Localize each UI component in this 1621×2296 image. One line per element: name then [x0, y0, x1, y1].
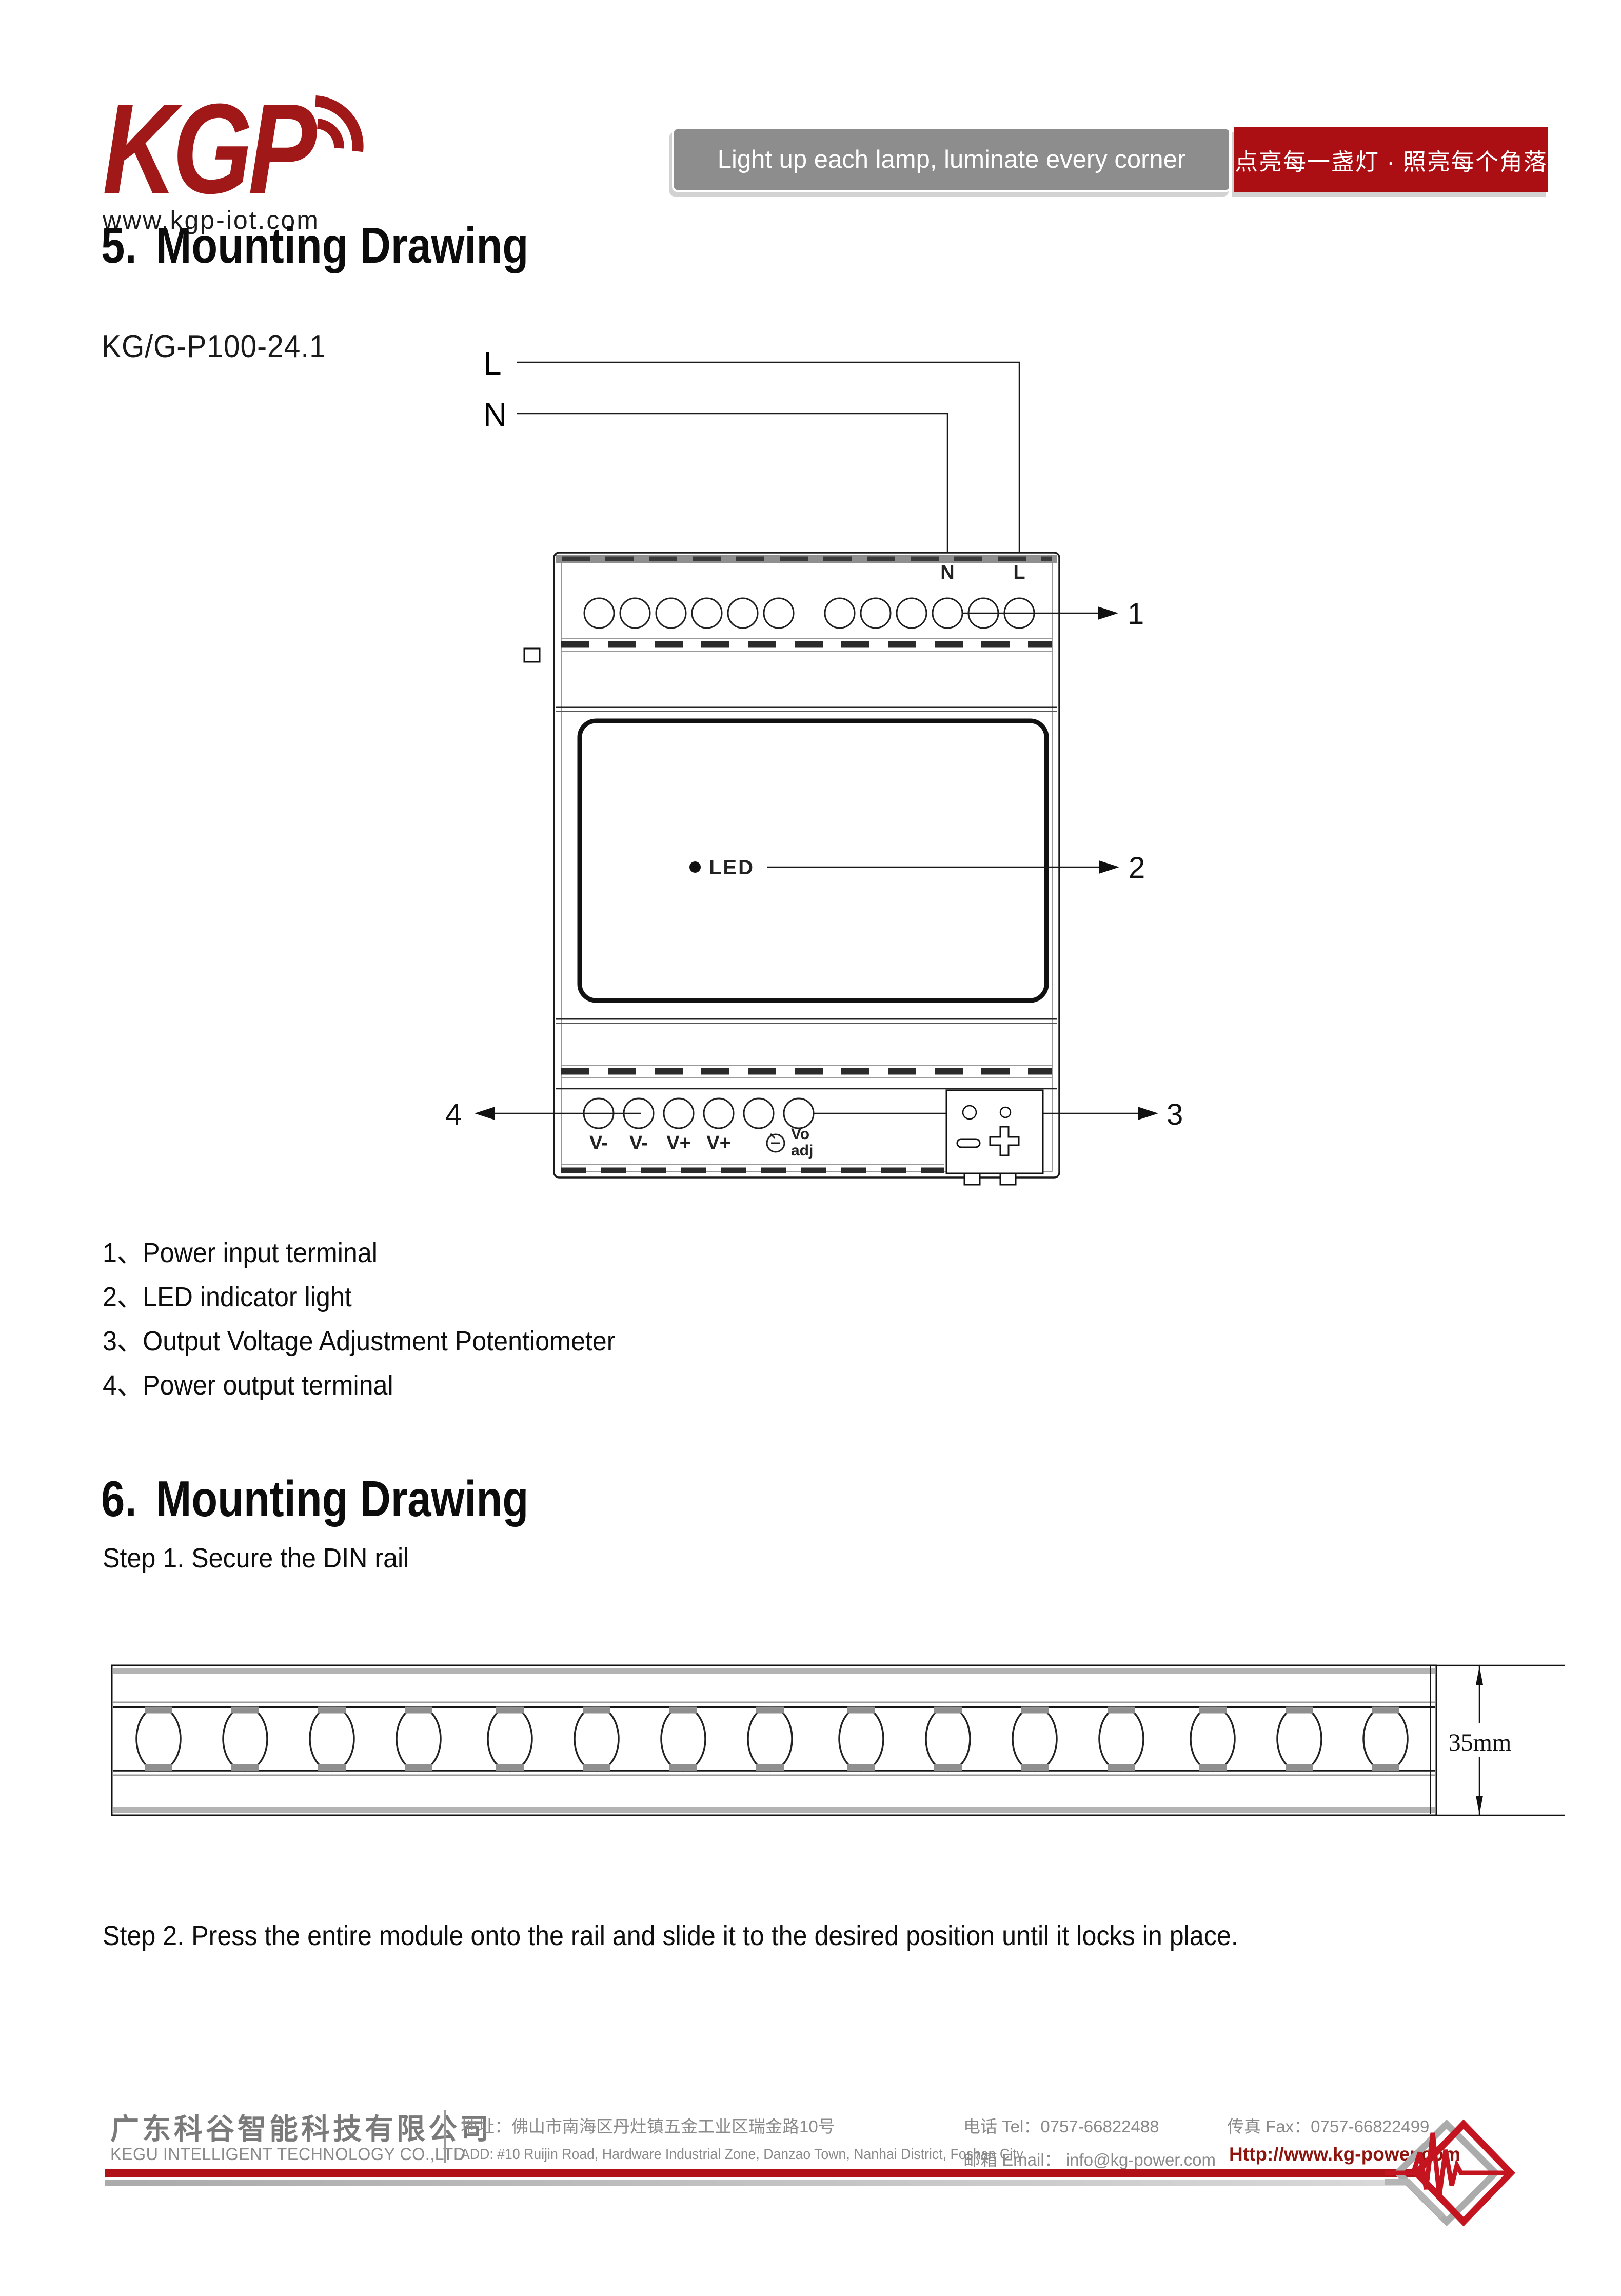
footer-gray-bar — [105, 2180, 1411, 2186]
legend-item-3: 3、Output Voltage Adjustment Potentiomete… — [103, 1326, 616, 1357]
front-panel — [577, 718, 1049, 1003]
callout-3-number: 3 — [1167, 1098, 1183, 1131]
footer-company-name-en: KEGU INTELLIGENT TECHNOLOGY CO.,LTD — [110, 2145, 466, 2164]
bottom-edge-bar — [561, 1164, 944, 1173]
terminal-label-neutral: N — [940, 562, 954, 583]
output-label-3: V+ — [666, 1132, 691, 1154]
company-logo: KGP www.kgp-iot.com — [103, 77, 390, 236]
header-banner: Light up each lamp, luminate every corne… — [672, 127, 1548, 192]
vent-band-top — [561, 638, 1052, 652]
led-indicator-icon — [689, 861, 701, 873]
footer-address-zh: 地址：佛山市南海区丹灶镇五金工业区瑞金路10号 — [461, 2117, 835, 2136]
callout-4-number: 4 — [445, 1098, 462, 1131]
step1-text: Step 1. Secure the DIN rail — [103, 1543, 409, 1574]
output-label-4: V+ — [706, 1132, 731, 1154]
slogan-zh-banner: 点亮每一盏灯 · 照亮每个角落 — [1234, 127, 1548, 192]
callout-1-number: 1 — [1128, 597, 1144, 631]
legend-item-1: 1、Power input terminal — [103, 1238, 378, 1268]
footer-telephone: 电话 Tel：0757-66822488 — [963, 2117, 1159, 2136]
section6-title: Mounting Drawing — [155, 1470, 529, 1527]
callout-2-arrow — [767, 860, 1119, 874]
power-module-drawing: L N N L 1 — [445, 345, 1183, 1186]
footer-pulse-logo-icon — [1385, 2119, 1516, 2227]
wifi-signal-icon — [314, 95, 364, 152]
wire-label-live: L — [483, 345, 502, 382]
output-label-2: V- — [629, 1132, 648, 1154]
din-rail-drawing: 35mm — [111, 1664, 1565, 1816]
section5-title: Mounting Drawing — [155, 217, 529, 273]
footer-email: 邮箱 Email： info@kg-power.com — [963, 2150, 1216, 2169]
callout-2-number: 2 — [1129, 851, 1145, 885]
model-number: KG/G-P100-24.1 — [102, 329, 326, 364]
live-wire — [517, 361, 1020, 553]
rail-dimension: 35mm — [1437, 1664, 1565, 1816]
callout-4-arrow — [475, 1107, 641, 1120]
callout-1-arrow — [962, 606, 1118, 620]
logo-website-text: www.kgp-iot.com — [103, 206, 320, 234]
output-label-1: V- — [589, 1132, 608, 1154]
section5-heading: 5. Mounting Drawing — [101, 218, 528, 273]
neutral-wire — [517, 413, 948, 553]
section5-number: 5. — [101, 217, 137, 273]
section6-number: 6. — [101, 1470, 137, 1527]
din-clip-marker — [523, 647, 541, 663]
section6-heading: 6. Mounting Drawing — [101, 1471, 528, 1527]
vent-band-bottom — [561, 1065, 1052, 1078]
footer-red-bar — [105, 2169, 1421, 2177]
potentiometer-icon — [766, 1133, 785, 1153]
wire-label-neutral: N — [483, 396, 507, 433]
diagram-legend: 1、Power input terminal 2、LED indicator l… — [103, 1239, 654, 1416]
step2-text: Step 2. Press the entire module onto the… — [103, 1920, 1238, 1951]
pot-label-vo: Vo — [791, 1126, 809, 1143]
phillips-screw-icon — [989, 1126, 1020, 1156]
slogan-en-banner: Light up each lamp, luminate every corne… — [672, 127, 1231, 192]
rail-dimension-label: 35mm — [1449, 1729, 1512, 1756]
kgp-logo-text: KGP — [103, 77, 317, 220]
footer-address-en: ADD: #10 Ruijin Road, Hardware Industria… — [461, 2146, 1023, 2163]
legend-item-2: 2、LED indicator light — [103, 1282, 352, 1312]
terminal-label-live: L — [1013, 562, 1025, 583]
din-rail-slot-shading — [145, 1706, 1399, 1771]
minus-screw-icon — [956, 1138, 981, 1148]
legend-item-4: 4、Power output terminal — [103, 1370, 393, 1401]
adjustment-panel — [945, 1089, 1044, 1186]
led-label: LED — [709, 856, 755, 879]
din-rail-slots — [135, 1706, 1409, 1772]
footer-company-name-zh: 广东科谷智能科技有限公司 — [110, 2113, 492, 2145]
pot-label-adj: adj — [791, 1142, 813, 1159]
footer-divider — [444, 2110, 446, 2163]
footer-fax: 传真 Fax：0757-66822499 — [1227, 2117, 1430, 2136]
